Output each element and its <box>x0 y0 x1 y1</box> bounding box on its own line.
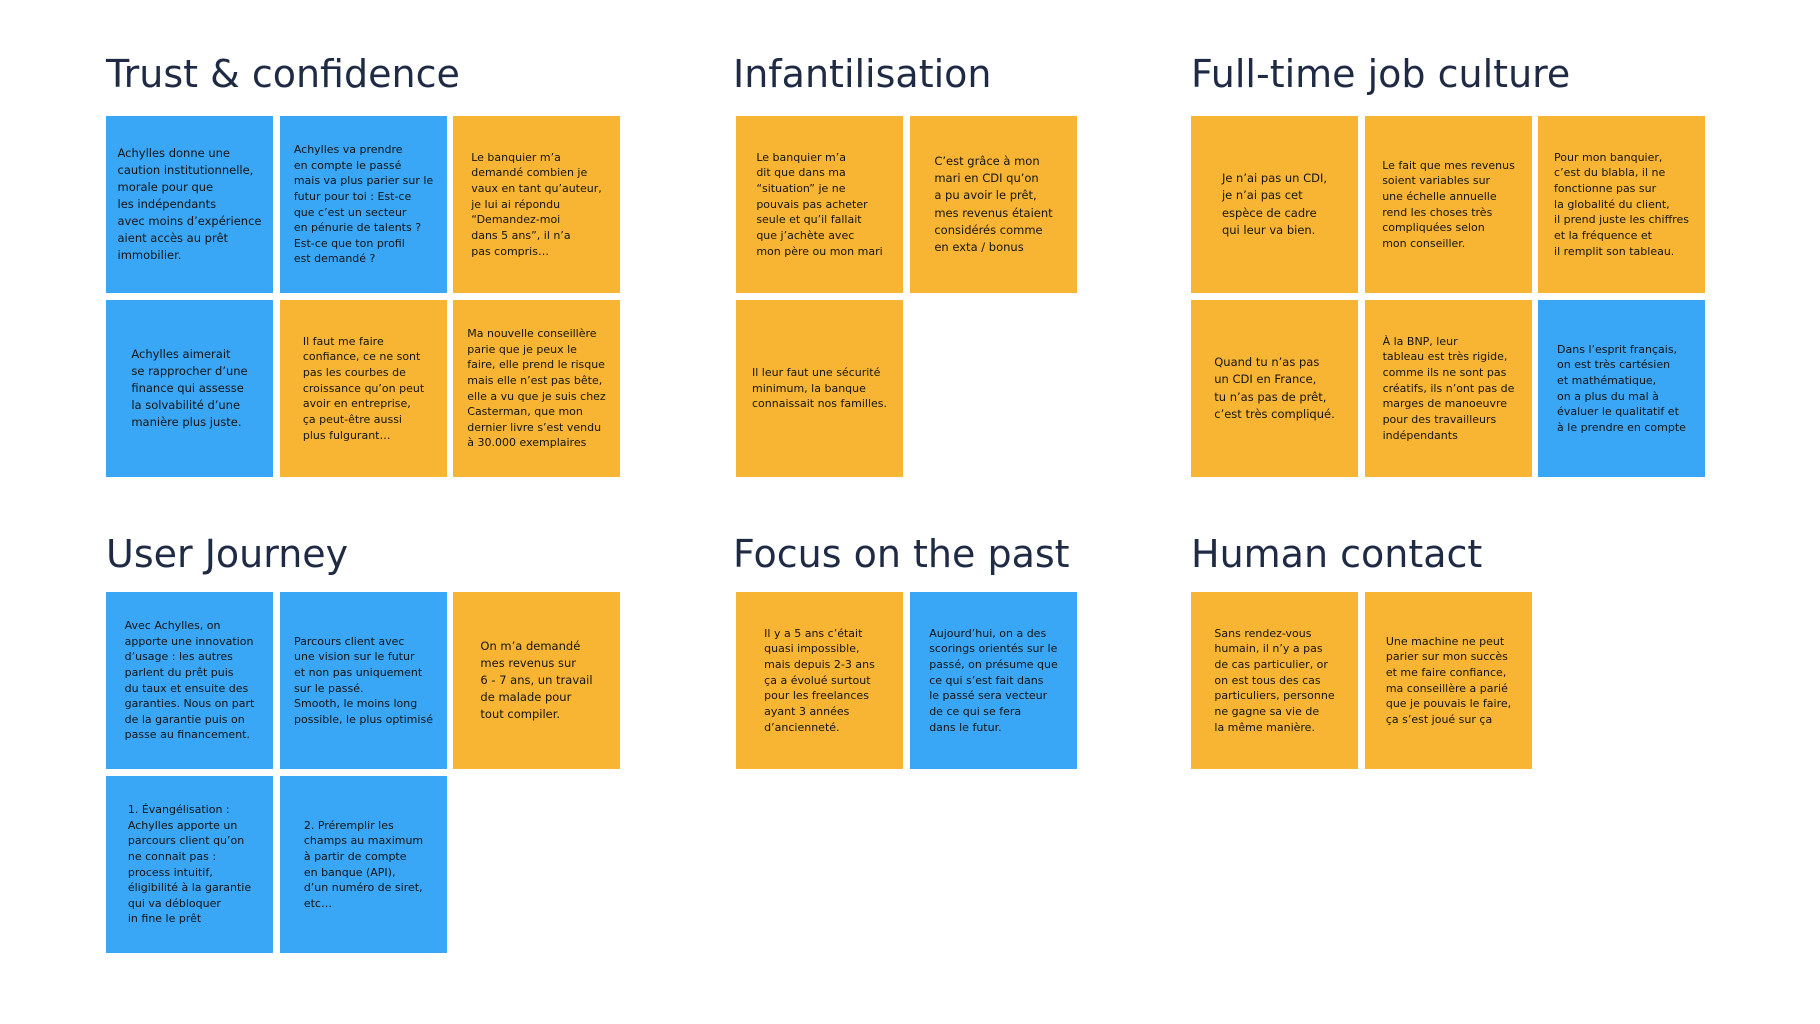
sticky-note[interactable]: Le fait que mes revenus soient variables… <box>1365 116 1532 293</box>
sticky-note[interactable]: Il faut me faire confiance, ce ne sont p… <box>280 300 447 477</box>
sticky-note-text: Quand tu n’as pas un CDI en France, tu n… <box>1214 355 1335 421</box>
sticky-note[interactable]: Le banquier m’a dit que dans ma “situati… <box>736 116 903 293</box>
sticky-note-text: Achylles aimerait se rapprocher d’une fi… <box>131 346 248 430</box>
sticky-note-text: 1. Évangélisation : Achylles apporte un … <box>127 803 252 926</box>
sticky-note-text: Le banquier m’a demandé combien je vaux … <box>471 150 602 258</box>
sticky-note-text: Dans l’esprit français, on est très cart… <box>1557 342 1686 434</box>
group-title-trust: Trust & confidence <box>106 52 460 96</box>
sticky-note-text: 2. Préremplir les champs au maximum à pa… <box>303 818 424 910</box>
sticky-note-text: Il leur faut une sécurité minimum, la ba… <box>751 366 887 411</box>
sticky-note[interactable]: Sans rendez-vous humain, il n’y a pas de… <box>1191 592 1358 769</box>
sticky-note-text: Le banquier m’a dit que dans ma “situati… <box>756 150 883 258</box>
sticky-note[interactable]: Avec Achylles, on apporte une innovation… <box>106 592 273 769</box>
group-title-full-time-job-culture: Full-time job culture <box>1191 52 1571 96</box>
sticky-note-text: Avec Achylles, on apporte une innovation… <box>124 619 255 742</box>
sticky-note-text: Parcours client avec une vision sur le f… <box>294 634 433 726</box>
group-title-human-contact: Human contact <box>1191 532 1483 576</box>
sticky-note-text: Le fait que mes revenus soient variables… <box>1382 158 1515 250</box>
sticky-note[interactable]: Pour mon banquier, c’est du blabla, il n… <box>1538 116 1705 293</box>
sticky-note-text: Pour mon banquier, c’est du blabla, il n… <box>1554 150 1689 258</box>
group-title-focus-on-the-past: Focus on the past <box>733 532 1070 576</box>
sticky-note[interactable]: À la BNP, leur tableau est très rigide, … <box>1365 300 1532 477</box>
sticky-note[interactable]: Le banquier m’a demandé combien je vaux … <box>453 116 620 293</box>
sticky-note[interactable]: Ma nouvelle conseillère parie que je peu… <box>453 300 620 477</box>
sticky-note[interactable]: Il y a 5 ans c’était quasi impossible, m… <box>736 592 903 769</box>
sticky-note-text: Ma nouvelle conseillère parie que je peu… <box>467 327 606 450</box>
sticky-note-text: Aujourd’hui, on a des scorings orientés … <box>929 626 1058 734</box>
sticky-note[interactable]: Une machine ne peut parier sur mon succè… <box>1365 592 1532 769</box>
group-title-user-journey: User Journey <box>106 532 349 576</box>
sticky-note[interactable]: Il leur faut une sécurité minimum, la ba… <box>736 300 903 477</box>
sticky-note-text: Achylles donne une caution institutionne… <box>117 145 262 263</box>
sticky-note[interactable]: 2. Préremplir les champs au maximum à pa… <box>280 776 447 953</box>
group-title-infantilisation: Infantilisation <box>733 52 992 96</box>
sticky-note-text: Il y a 5 ans c’était quasi impossible, m… <box>764 626 875 734</box>
sticky-note[interactable]: Aujourd’hui, on a des scorings orientés … <box>910 592 1077 769</box>
sticky-note[interactable]: Parcours client avec une vision sur le f… <box>280 592 447 769</box>
sticky-note[interactable]: Je n’ai pas un CDI, je n’ai pas cet espè… <box>1191 116 1358 293</box>
sticky-note-text: Il faut me faire confiance, ce ne sont p… <box>302 334 425 442</box>
sticky-note[interactable]: 1. Évangélisation : Achylles apporte un … <box>106 776 273 953</box>
sticky-note-text: Sans rendez-vous humain, il n’y a pas de… <box>1214 626 1335 734</box>
sticky-note[interactable]: Quand tu n’as pas un CDI en France, tu n… <box>1191 300 1358 477</box>
sticky-note[interactable]: Achylles donne une caution institutionne… <box>106 116 273 293</box>
sticky-note-text: Je n’ai pas un CDI, je n’ai pas cet espè… <box>1221 171 1328 237</box>
sticky-note-text: À la BNP, leur tableau est très rigide, … <box>1382 334 1515 442</box>
sticky-note[interactable]: Achylles va prendre en compte le passé m… <box>280 116 447 293</box>
sticky-note-text: C’est grâce à mon mari en CDI qu’on a pu… <box>934 154 1053 254</box>
sticky-note-text: Achylles va prendre en compte le passé m… <box>293 143 434 266</box>
sticky-note[interactable]: C’est grâce à mon mari en CDI qu’on a pu… <box>910 116 1077 293</box>
sticky-note-text: Une machine ne peut parier sur mon succè… <box>1385 634 1512 726</box>
sticky-note[interactable]: On m’a demandé mes revenus sur 6 - 7 ans… <box>453 592 620 769</box>
sticky-note[interactable]: Achylles aimerait se rapprocher d’une fi… <box>106 300 273 477</box>
sticky-note-text: On m’a demandé mes revenus sur 6 - 7 ans… <box>480 638 593 722</box>
sticky-note[interactable]: Dans l’esprit français, on est très cart… <box>1538 300 1705 477</box>
